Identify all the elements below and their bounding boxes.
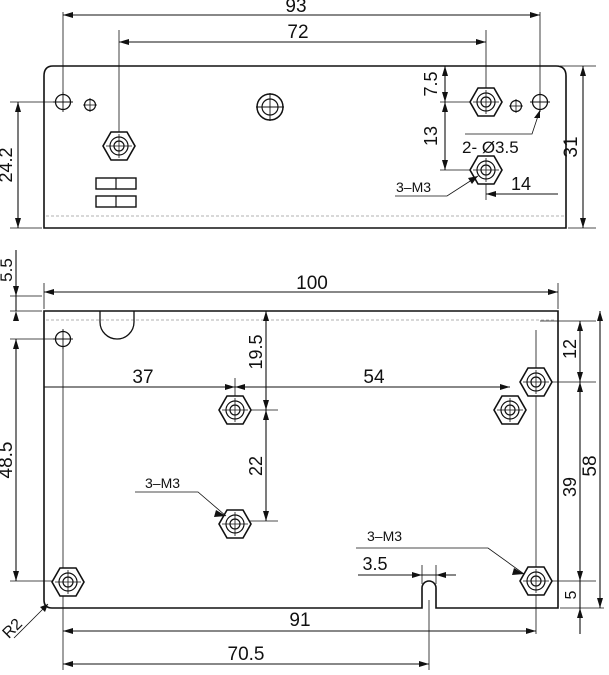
leader-m3-top [395, 175, 479, 197]
m3-nut-right-upper [493, 395, 527, 425]
m3-nut-bottom-left [51, 567, 85, 597]
dim-5-5-label: 5.5 [0, 258, 16, 282]
dim-5-label: 5 [563, 590, 580, 599]
dim-22-label: 22 [246, 456, 266, 476]
m3-nut-center-upper [218, 395, 252, 425]
m3-nut-top-right [469, 87, 503, 117]
connector-slots [95, 177, 137, 208]
top-view-body [43, 65, 567, 229]
dim-7-5-label: 7.5 [421, 71, 441, 96]
dim-12-label: 12 [560, 339, 580, 359]
top-view: 93 72 7.5 13 24.2 31 14 [0, 0, 596, 229]
dim-37-label: 37 [132, 367, 153, 388]
dim-54-label: 54 [363, 367, 385, 388]
callout-m3-left: 3–M3 [145, 475, 180, 491]
leader-r2 [13, 603, 49, 639]
dim-70-5-label: 70.5 [228, 644, 265, 665]
center-boss [256, 93, 284, 121]
dim-19-5-label: 19.5 [246, 334, 266, 369]
dim-48-5-label: 48.5 [0, 442, 17, 479]
m3-nut-left [102, 131, 136, 161]
dim-13-label: 13 [421, 126, 441, 146]
dim-24-2-label: 24.2 [0, 147, 16, 182]
top-notch [99, 311, 135, 340]
dim-58-label: 58 [580, 455, 601, 476]
bottom-view: 100 37 54 19.5 22 5.5 48.5 12 [0, 250, 604, 670]
mounting-hole-bottom-view [52, 328, 74, 350]
mounting-hole-right [529, 91, 551, 113]
dim-93-label: 93 [285, 0, 306, 17]
dim-91-label: 91 [289, 610, 310, 631]
small-hole-right [508, 98, 524, 114]
small-hole [82, 97, 98, 113]
dim-14-label: 14 [511, 174, 531, 194]
dim-100-label: 100 [296, 273, 328, 294]
m3-nut-right-top [519, 367, 553, 397]
dim-3-5-label: 3.5 [362, 554, 387, 574]
leader-m3-left [135, 491, 227, 517]
callout-m3-top: 3–M3 [396, 179, 431, 195]
leader-m3-right [356, 547, 525, 575]
dim-39-label: 39 [560, 477, 580, 497]
dim-31-label: 31 [561, 136, 582, 157]
dim-72-label: 72 [287, 22, 308, 43]
callout-m3-right: 3–M3 [367, 528, 402, 544]
radius-label: R2 [0, 616, 26, 643]
bottom-view-body [43, 310, 559, 609]
mounting-hole-left [52, 91, 74, 113]
callout-holes: 2- Ø3.5 [462, 138, 519, 157]
m3-nut-bottom-right [519, 566, 553, 596]
